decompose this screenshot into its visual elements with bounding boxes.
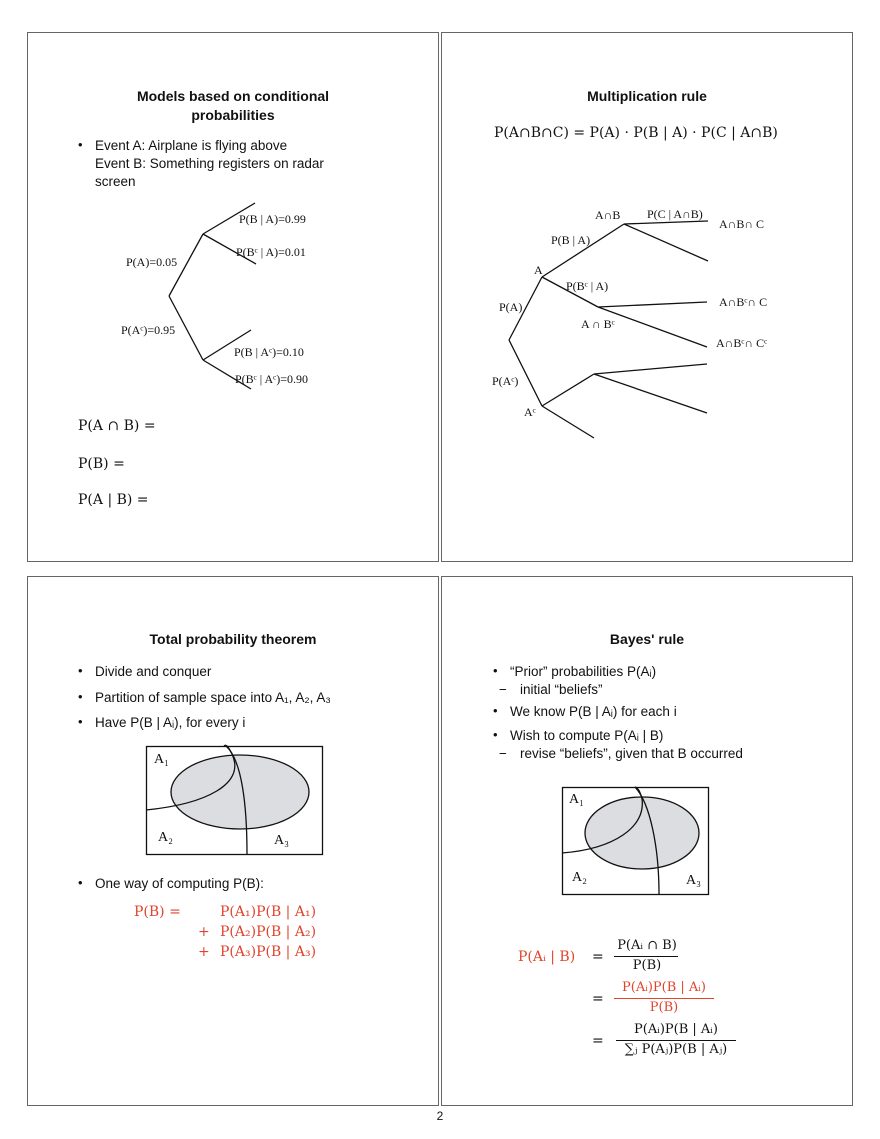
- label-p-bc-given-a: P(Bᶜ | A): [566, 279, 609, 293]
- multiplication-formula: P(A∩B∩C) = P(A) · P(B | A) · P(C | A∩B): [494, 125, 778, 141]
- event-b-text-cont: screen: [95, 174, 136, 189]
- bullet-dot: •: [493, 727, 498, 742]
- fraction-3-denominator: ∑ⱼ P(Aⱼ)P(B | Aⱼ): [624, 1042, 728, 1057]
- venn-label-a2: A₂: [158, 830, 173, 845]
- fraction-1-numerator: P(Aᵢ ∩ B): [617, 938, 677, 953]
- bullet-dot: •: [78, 663, 83, 678]
- fraction-2-denominator: P(B): [649, 1000, 679, 1015]
- label-p-bc-given-ac: P(Bᶜ | Aᶜ)=0.90: [235, 372, 308, 386]
- slide-title: Bayes' rule: [609, 631, 685, 647]
- page-number: 2: [436, 1109, 444, 1123]
- bullet-dot: •: [78, 875, 83, 890]
- label-p-a: P(A): [499, 300, 523, 314]
- label-p-b-given-a: P(B | A): [551, 233, 591, 247]
- fraction-2-numerator: P(Aᵢ)P(B | Aᵢ): [622, 980, 706, 995]
- venn-partition-diagram: [145, 744, 324, 856]
- fraction-1-bar: [614, 956, 678, 957]
- question-p-a-and-b: P(A ∩ B) =: [78, 418, 156, 434]
- label-p-b-given-a: P(B | A)=0.99: [239, 212, 306, 226]
- venn-label-a1: A₁: [569, 792, 584, 807]
- bullet-dot: •: [78, 714, 83, 729]
- label-a: A: [534, 263, 543, 277]
- question-p-b: P(B) =: [78, 456, 125, 472]
- bullet-one-way: One way of computing P(B):: [95, 876, 264, 891]
- total-prob-plus-1: +: [198, 924, 210, 940]
- slide-bayes-rule: Bayes' rule • “Prior” probabilities P(Aᵢ…: [441, 576, 853, 1106]
- bullet-dot: •: [78, 689, 83, 704]
- equals-sign-1: =: [592, 949, 604, 965]
- label-a-and-b: A∩B: [595, 208, 621, 222]
- bullet-wish: Wish to compute P(Aᵢ | B): [510, 728, 664, 743]
- bullet-partition: Partition of sample space into A₁, A₂, A…: [95, 690, 331, 705]
- bullet-divide-conquer: Divide and conquer: [95, 664, 212, 679]
- total-prob-lhs: P(B) =: [134, 904, 181, 920]
- event-a-text: Event A: Airplane is flying above: [95, 138, 288, 153]
- total-prob-term-1: P(A₁)P(B | A₁): [220, 904, 317, 920]
- dash-marker: −: [499, 682, 507, 697]
- total-prob-term-3: P(A₃)P(B | A₃): [220, 944, 317, 960]
- label-a-bc-c: A∩Bᶜ∩ C: [719, 295, 768, 309]
- fraction-1-denominator: P(B): [632, 958, 662, 973]
- question-p-a-given-b: P(A | B) =: [78, 492, 149, 508]
- fraction-3-numerator: P(Aᵢ)P(B | Aᵢ): [634, 1022, 718, 1037]
- label-a-bc-cc: A∩Bᶜ∩ Cᶜ: [716, 336, 768, 350]
- venn-label-a3: A₃: [274, 833, 289, 848]
- label-p-a: P(A)=0.05: [126, 255, 178, 269]
- probability-tree: [168, 202, 257, 390]
- label-p-bc-given-a: P(Bᶜ | A)=0.01: [236, 245, 306, 259]
- label-a-b-c: A∩B∩ C: [719, 217, 765, 231]
- label-p-ac: P(Aᶜ): [492, 374, 519, 388]
- event-b-text: Event B: Something registers on radar: [95, 156, 324, 171]
- slide-multiplication-rule: Multiplication rule P(A∩B∩C) = P(A) · P(…: [441, 32, 853, 562]
- fraction-2-bar: [614, 998, 714, 999]
- bayes-lhs: P(Aᵢ | B): [518, 949, 576, 965]
- equals-sign-3: =: [592, 1033, 604, 1049]
- venn-partition-diagram: [561, 786, 710, 896]
- bullet-dot: •: [493, 703, 498, 718]
- bullet-prior: “Prior” probabilities P(Aᵢ): [510, 664, 657, 679]
- slide-total-probability: Total probability theorem • Divide and c…: [27, 576, 439, 1106]
- slide-title-line2: probabilities: [191, 107, 275, 123]
- multiplication-tree: [508, 220, 709, 439]
- sub-revise-beliefs: revise “beliefs”, given that B occurred: [520, 746, 743, 761]
- slide-title-line1: Models based on conditional: [136, 88, 330, 104]
- bullet-dot: •: [78, 137, 83, 152]
- label-ac: Aᶜ: [524, 405, 536, 419]
- venn-label-a2: A₂: [572, 870, 587, 885]
- equals-sign-2: =: [592, 991, 604, 1007]
- total-prob-term-2: P(A₂)P(B | A₂): [220, 924, 317, 940]
- sub-initial-beliefs: initial “beliefs”: [520, 682, 603, 697]
- fraction-3-bar: [616, 1040, 736, 1041]
- venn-label-a3: A₃: [686, 873, 701, 888]
- label-a-and-bc: A ∩ Bᶜ: [581, 317, 615, 331]
- label-p-c-given-anb: P(C | A∩B): [647, 207, 703, 221]
- venn-label-a1: A₁: [154, 752, 169, 767]
- total-prob-plus-2: +: [198, 944, 210, 960]
- slide-title: Total probability theorem: [149, 631, 317, 647]
- bullet-we-know: We know P(B | Aᵢ) for each i: [510, 704, 677, 719]
- label-p-ac: P(Aᶜ)=0.95: [121, 323, 176, 337]
- bullet-dot: •: [493, 663, 498, 678]
- bullet-have-conditional: Have P(B | Aᵢ), for every i: [95, 715, 246, 730]
- slide-title: Multiplication rule: [587, 88, 707, 104]
- dash-marker: −: [499, 746, 507, 761]
- label-p-b-given-ac: P(B | Aᶜ)=0.10: [234, 345, 304, 359]
- slide-conditional-models: Models based on conditional probabilitie…: [27, 32, 439, 562]
